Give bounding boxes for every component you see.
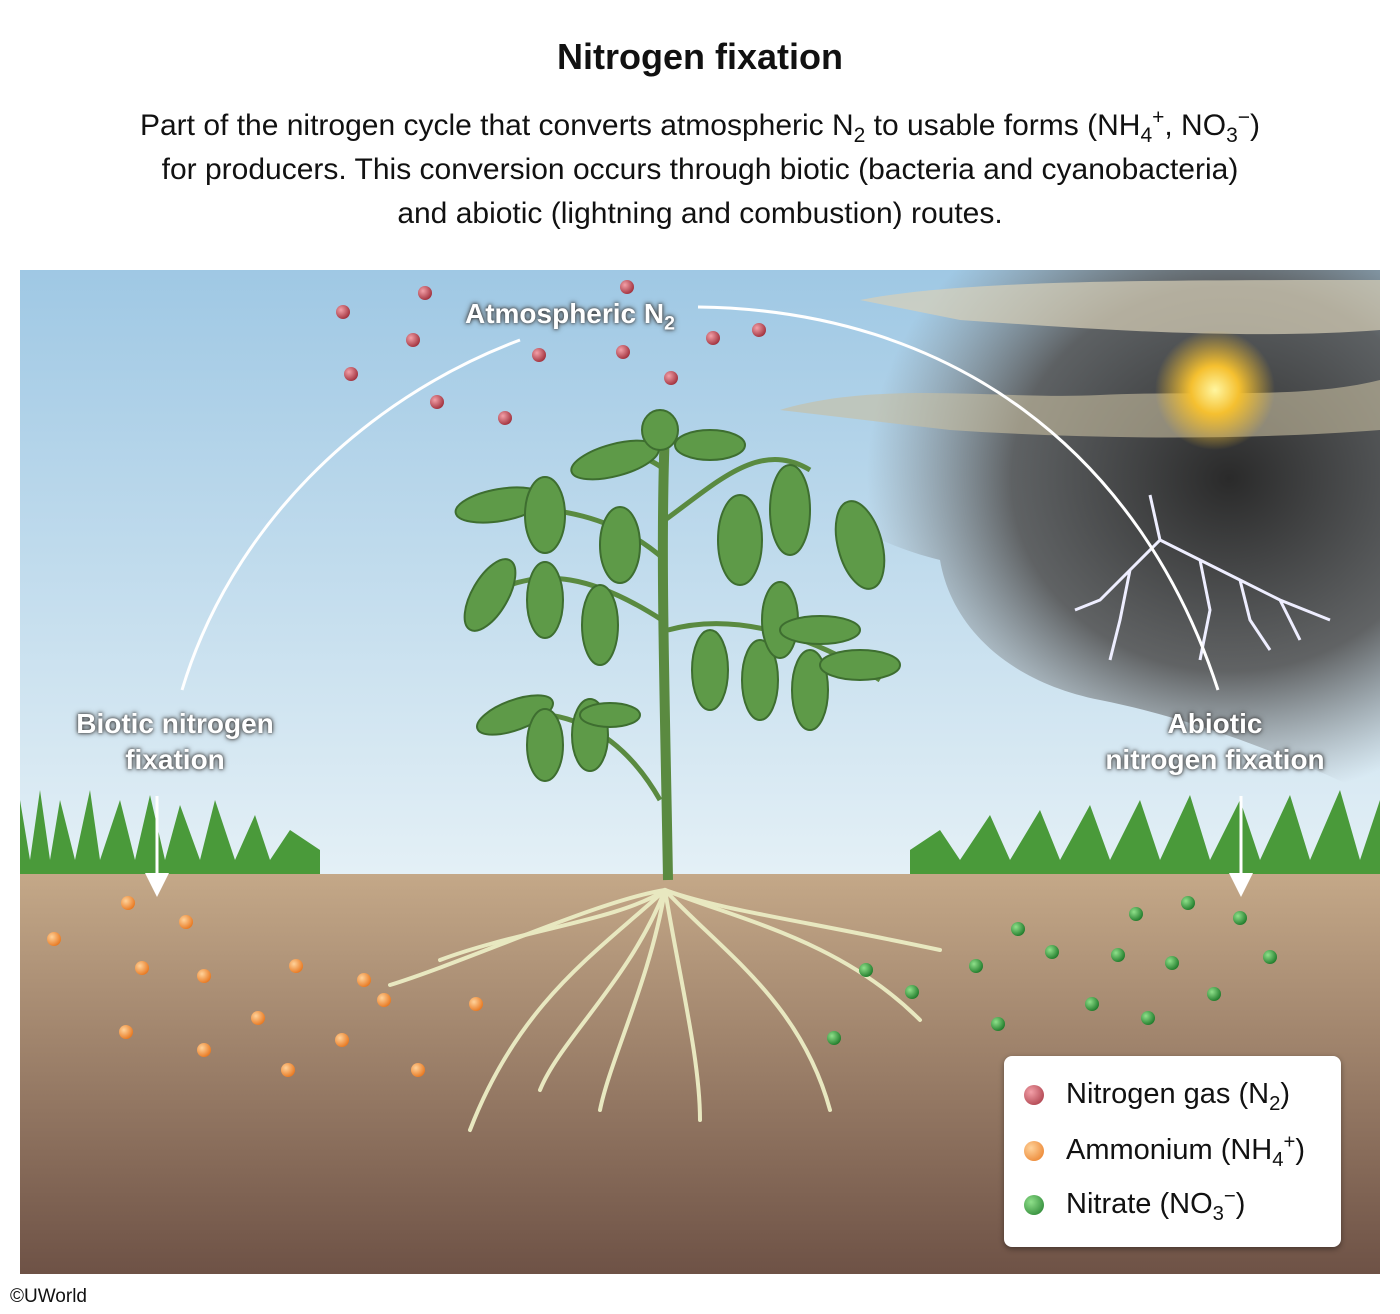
- nitrate-dot-icon: [1024, 1194, 1044, 1215]
- description: Part of the nitrogen cycle that converts…: [139, 106, 1261, 230]
- ammonium-dot-icon: [1024, 1140, 1044, 1161]
- nitrogen-gas-molecules: [336, 280, 766, 425]
- legend: Nitrogen gas (N2) Ammonium (NH4+) Nitrat…: [1004, 1056, 1341, 1247]
- ammonium-molecules: [47, 896, 483, 1077]
- nitrogen-gas-dot-icon: [1024, 1084, 1044, 1105]
- sun: [1155, 330, 1275, 450]
- grass-left: [20, 790, 320, 880]
- illustration: [20, 264, 1380, 1274]
- lightning-icon: [1074, 494, 1331, 661]
- copyright: ©UWorld: [10, 1286, 87, 1307]
- abiotic-arrow-arc: [697, 305, 1220, 691]
- legend-item-nitrate: Nitrate (NO3−): [1024, 1186, 1245, 1224]
- nitrogen-fixation-illustration: [20, 264, 1380, 1274]
- biotic-arrow-arc: [180, 338, 521, 691]
- legend-item-ammonium: Ammonium (NH4+): [1024, 1132, 1305, 1170]
- plant-roots: [388, 888, 942, 1132]
- atmospheric-n2-label: Atmospheric N2: [464, 298, 676, 335]
- grass-right: [910, 790, 1380, 880]
- legend-item-nitrogen-gas: Nitrogen gas (N2): [1024, 1078, 1290, 1114]
- nitrate-molecules: [827, 896, 1277, 1045]
- plant: [454, 409, 901, 881]
- page-title: Nitrogen fixation: [557, 36, 843, 77]
